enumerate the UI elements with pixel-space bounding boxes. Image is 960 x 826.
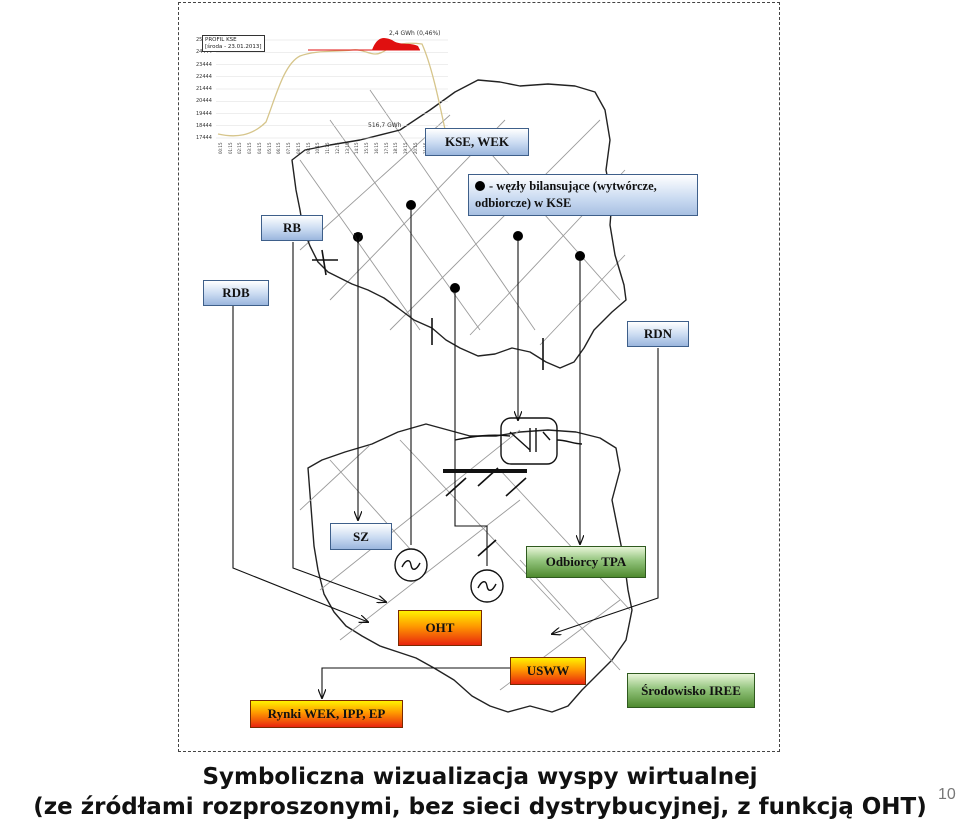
interconnection-ticks xyxy=(312,249,544,370)
caption-line1: Symboliczna wizualizacja wyspy wirtualne… xyxy=(202,764,758,790)
inset-x-tick: 02:15 xyxy=(237,142,243,154)
generator-symbols xyxy=(394,548,504,603)
inset-x-tick: 07:15 xyxy=(286,142,292,154)
inset-y-tick: 23444 xyxy=(196,61,212,68)
label-oht: OHT xyxy=(398,610,482,646)
inset-peak-label: 2,4 GWh (0,46%) xyxy=(389,30,441,37)
node-dot-icon xyxy=(475,181,485,191)
inset-x-tick: 03:15 xyxy=(247,142,253,154)
inset-x-tick: 08:15 xyxy=(295,142,301,154)
inset-total-label: 516,7 GWh xyxy=(368,122,402,129)
busbar xyxy=(443,467,527,557)
inset-x-tick: 11:15 xyxy=(325,142,331,154)
label-rb: RB xyxy=(261,215,323,241)
label-srodowisko-iree: Środowisko IREE xyxy=(627,673,755,708)
inset-y-tick: 22444 xyxy=(196,73,212,80)
page-number: 10 xyxy=(938,786,956,803)
switchgear-symbol xyxy=(454,417,583,465)
legend-balancing-nodes: - węzły bilansujące (wytwórcze, odbiorcz… xyxy=(468,174,698,216)
inset-x-tick: 18:15 xyxy=(393,142,399,154)
inset-y-tick: 20444 xyxy=(196,98,212,105)
inset-y-tick: 24444 xyxy=(196,49,212,56)
label-usww: USWW xyxy=(510,657,586,685)
inset-x-tick: 12:15 xyxy=(334,142,340,154)
legend-text: - węzły bilansujące (wytwórcze, odbiorcz… xyxy=(475,179,657,210)
inset-x-tick: 00:15 xyxy=(218,142,223,154)
inset-y-tick: 18444 xyxy=(196,122,212,129)
inset-x-tick: 20:15 xyxy=(412,142,418,154)
inset-title-line2: [środa - 23.01.2013] xyxy=(205,43,262,50)
inset-title: PROFIL KSE [środa - 23.01.2013] xyxy=(202,35,265,52)
inset-x-tick: 14:15 xyxy=(354,142,360,154)
load-profile-inset: 2544424444234442244421444204441944418444… xyxy=(196,26,452,160)
peak-area xyxy=(372,38,420,50)
load-curve xyxy=(217,42,447,137)
label-rynki: Rynki WEK, IPP, EP xyxy=(250,700,403,728)
inset-y-tick: 21444 xyxy=(196,86,212,92)
inset-x-tick: 15:15 xyxy=(364,142,370,154)
inset-x-tick: 10:15 xyxy=(315,142,321,154)
load-profile-chart xyxy=(216,38,448,139)
inset-x-tick: 19:15 xyxy=(403,142,409,154)
inset-x-tick: 09:15 xyxy=(305,142,311,154)
label-odbiorcy-tpa: Odbiorcy TPA xyxy=(526,546,646,578)
label-kse-wek: KSE, WEK xyxy=(425,128,529,156)
inset-x-tick: 04:15 xyxy=(256,142,262,154)
label-rdn: RDN xyxy=(627,321,689,347)
label-rdb: RDB xyxy=(203,280,269,306)
inset-x-tick: 05:15 xyxy=(266,142,272,154)
grid-lines-lower xyxy=(299,429,631,691)
inset-x-tick: 16:15 xyxy=(373,142,379,154)
inset-y-tick: 17444 xyxy=(196,135,212,141)
inset-x-tick: 06:15 xyxy=(276,142,282,154)
map-outline-upper xyxy=(291,79,627,369)
inset-title-line1: PROFIL KSE xyxy=(205,37,237,43)
inset-x-tick: 17:15 xyxy=(383,142,389,154)
diagram-frame xyxy=(178,2,780,752)
inset-y-tick: 19444 xyxy=(196,110,212,117)
label-sz: SZ xyxy=(330,523,392,550)
connectors xyxy=(232,210,659,698)
inset-x-tick: 13:15 xyxy=(344,142,350,154)
caption-line2: (ze źródłami rozproszonymi, bez sieci dy… xyxy=(33,794,927,820)
inset-x-tick: 01:15 xyxy=(227,142,233,154)
